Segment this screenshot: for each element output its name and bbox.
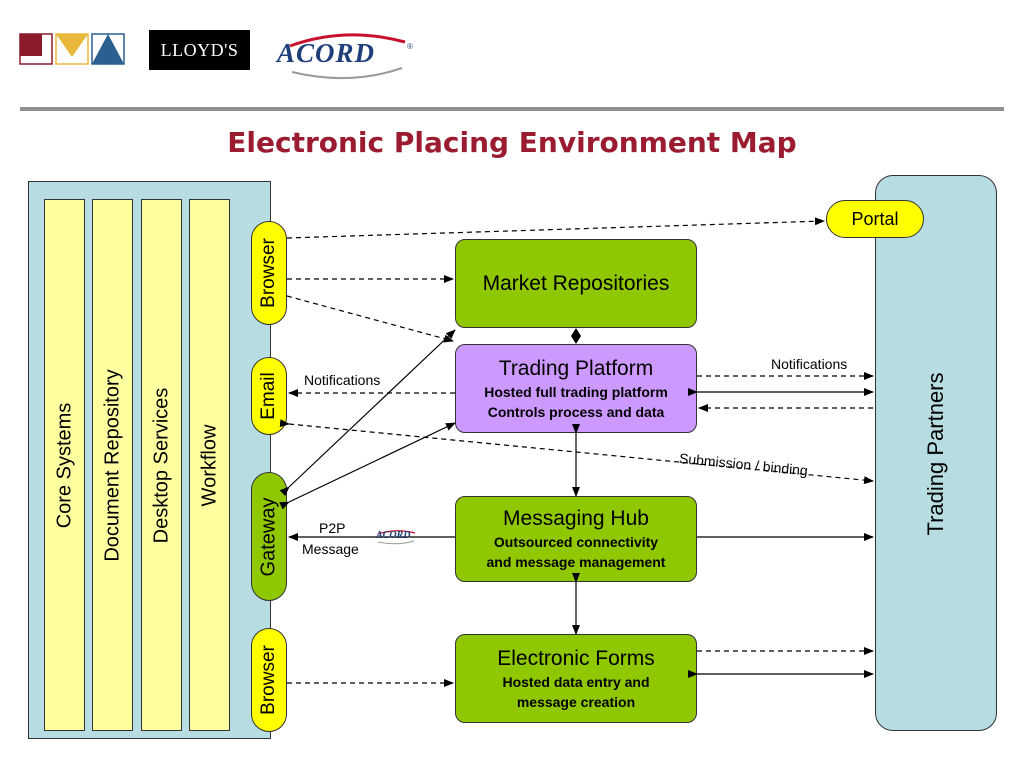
page-title: Electronic Placing Environment Map <box>227 126 797 159</box>
arrow-browser-trading <box>286 295 454 343</box>
lloyds-logo: LLOYD'S <box>149 30 250 70</box>
market-repositories-box: Market Repositories <box>455 239 697 328</box>
electronic-forms-box: Electronic Forms Hosted data entry and m… <box>455 634 697 723</box>
electronic-forms-line2: message creation <box>516 693 636 710</box>
logo-squares <box>19 33 125 65</box>
messaging-hub-line2: and message management <box>486 554 666 570</box>
notifications-right-label: Notifications <box>771 356 848 372</box>
acord-small-logo-text: ACORD <box>376 530 411 541</box>
column-workflow <box>189 199 230 731</box>
portal-label: Portal <box>851 208 899 229</box>
electronic-forms-line1: Hosted data entry and <box>502 673 650 690</box>
trading-platform-line1: Hosted full trading platform <box>484 383 668 400</box>
column-core-systems <box>44 199 85 731</box>
trading-platform-line2: Controls process and data <box>487 403 665 420</box>
gateway-node <box>251 472 287 601</box>
trading-platform-box: Trading Platform Hosted full trading pla… <box>455 344 697 433</box>
acord-swoosh-icon <box>289 33 406 80</box>
arrow-submission-binding <box>279 419 874 485</box>
portal-node: Portal <box>826 200 924 238</box>
notifications-left-label: Notifications <box>304 372 381 388</box>
diamond-connector-icon <box>571 328 581 344</box>
messaging-hub-line1: Outsourced connectivity <box>493 534 659 550</box>
arrow-gateway-trading <box>279 422 456 510</box>
column-document-repository <box>92 199 133 731</box>
message-label: Message <box>302 541 359 557</box>
acord-logo: ACORD ® <box>270 24 420 80</box>
column-desktop-services <box>141 199 182 731</box>
arrow-browser-portal <box>286 217 825 239</box>
acord-logo-text: ACORD <box>277 38 376 68</box>
messaging-hub-box: Messaging Hub Outsourced connectivity an… <box>455 496 697 582</box>
p2p-label: P2P <box>319 520 346 536</box>
browser-bottom-node <box>251 628 287 732</box>
acord-small-logo: ACORD <box>372 527 420 547</box>
messaging-hub-title: Messaging Hub <box>503 507 649 530</box>
market-repositories-title: Market Repositories <box>482 271 670 295</box>
lloyds-logo-text: LLOYD'S <box>160 39 239 60</box>
electronic-forms-title: Electronic Forms <box>497 646 655 670</box>
header-divider <box>20 107 1004 111</box>
trading-partners-panel <box>875 175 997 731</box>
trading-platform-title: Trading Platform <box>498 356 654 380</box>
acord-trademark: ® <box>407 42 413 51</box>
logo-squares-icon <box>19 33 125 65</box>
browser-top-node <box>251 221 287 325</box>
arrow-gateway-market <box>279 329 456 497</box>
acord-small-swoosh-icon <box>377 530 416 545</box>
